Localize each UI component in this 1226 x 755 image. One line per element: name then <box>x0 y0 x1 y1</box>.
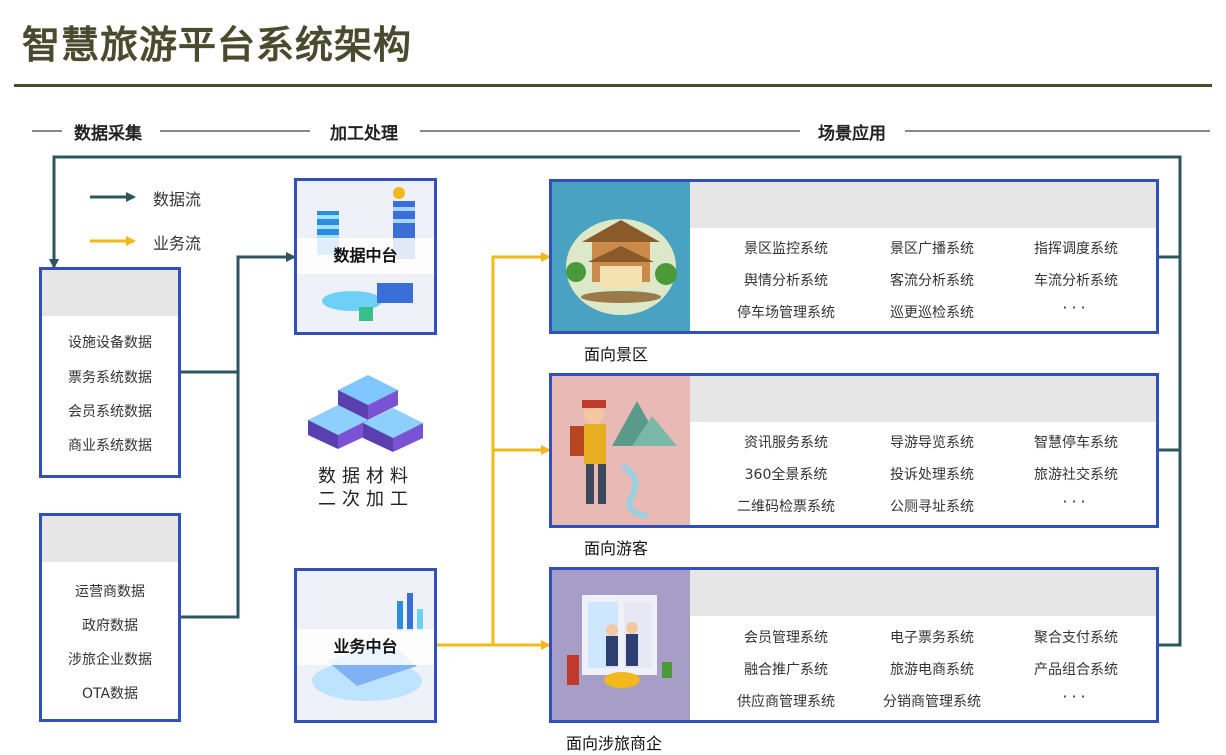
system-item: 客流分析系统 <box>890 273 974 289</box>
system-item: 产品组合系统 <box>1034 662 1118 678</box>
scene-header <box>690 570 1156 616</box>
system-item: 投诉处理系统 <box>890 467 974 483</box>
system-item: 巡更巡检系统 <box>890 305 974 321</box>
data-platform-label: 数据中台 <box>297 238 434 274</box>
system-item: 舆情分析系统 <box>744 273 828 289</box>
data-flow-bottom <box>180 372 240 619</box>
section-label-apply: 场景应用 <box>808 119 896 144</box>
source-item: 设施设备数据 <box>68 335 152 351</box>
source-box-header <box>42 516 178 562</box>
section-label-process: 加工处理 <box>320 119 408 144</box>
system-item: 融合推广系统 <box>744 662 828 678</box>
processing-caption-line1: 数据材料 <box>318 466 414 487</box>
source-item: 政府数据 <box>82 618 138 634</box>
page-title: 智慧旅游平台系统架构 <box>22 23 413 67</box>
system-item: 资讯服务系统 <box>744 435 828 451</box>
system-item: 景区监控系统 <box>744 241 828 257</box>
source-item: 会员系统数据 <box>68 404 152 420</box>
system-item: 指挥调度系统 <box>1034 241 1118 257</box>
system-item: 旅游社交系统 <box>1034 467 1118 483</box>
business-illustration-icon <box>552 570 690 720</box>
source-box-header <box>42 270 178 316</box>
system-item: 景区广播系统 <box>890 241 974 257</box>
system-item: 360全景系统 <box>744 467 828 483</box>
system-item: 导游导览系统 <box>890 435 974 451</box>
scene-header <box>690 182 1156 228</box>
section-line <box>160 130 310 132</box>
scene-label-scenic-area: 面向景区 <box>584 345 649 364</box>
business-platform-box: 业务中台 <box>294 568 437 723</box>
section-label-collect: 数据采集 <box>64 119 152 144</box>
system-item: 二维码检票系统 <box>737 499 835 515</box>
system-item: 分销商管理系统 <box>883 694 981 710</box>
scene-enterprise-box: 会员管理系统 电子票务系统 聚合支付系统 融合推广系统 旅游电商系统 产品组合系… <box>549 567 1159 723</box>
source-item: 运营商数据 <box>75 584 145 600</box>
data-feedback-loop <box>49 155 1182 269</box>
system-item-more: ··· <box>1062 687 1090 706</box>
system-item: 智慧停车系统 <box>1034 435 1118 451</box>
system-item-more: ··· <box>1062 492 1090 511</box>
data-feedback-low <box>1158 257 1182 647</box>
source-item: 票务系统数据 <box>68 370 152 386</box>
scene-label-tourist: 面向游客 <box>584 539 649 558</box>
hiker-illustration-icon <box>552 376 690 525</box>
processing-caption-line2: 二次加工 <box>318 489 414 510</box>
system-item: 旅游电商系统 <box>890 662 974 678</box>
source-item: 商业系统数据 <box>68 438 152 454</box>
data-flow-top <box>180 252 296 374</box>
data-platform-box: 数据中台 <box>294 178 437 335</box>
system-item: 车流分析系统 <box>1034 273 1118 289</box>
legend-data-flow: 数据流 <box>153 190 202 209</box>
source-item: 涉旅企业数据 <box>68 652 152 668</box>
processing-cubes-icon <box>308 375 423 452</box>
system-item: 公厕寻址系统 <box>890 499 974 515</box>
business-platform-label: 业务中台 <box>297 629 434 665</box>
section-line <box>905 130 1210 132</box>
scene-header <box>690 376 1156 422</box>
system-item: 供应商管理系统 <box>737 694 835 710</box>
scene-tourist-box: 资讯服务系统 导游导览系统 智慧停车系统 360全景系统 投诉处理系统 旅游社交… <box>549 373 1159 528</box>
source-item: OTA数据 <box>81 686 139 702</box>
legend-business-flow: 业务流 <box>153 234 202 253</box>
section-line <box>32 130 62 132</box>
system-item: 会员管理系统 <box>744 630 828 646</box>
section-line <box>420 130 800 132</box>
system-item: 电子票务系统 <box>890 630 974 646</box>
scene-label-enterprise: 面向涉旅商企 <box>566 734 663 753</box>
system-item: 聚合支付系统 <box>1034 630 1118 646</box>
temple-illustration-icon <box>552 182 690 331</box>
title-divider <box>14 84 1212 87</box>
scene-scenic-area-box: 景区监控系统 景区广播系统 指挥调度系统 舆情分析系统 客流分析系统 车流分析系… <box>549 179 1159 334</box>
source-box-internal: 设施设备数据 票务系统数据 会员系统数据 商业系统数据 <box>39 267 181 478</box>
system-item: 停车场管理系统 <box>737 305 835 321</box>
system-item-more: ··· <box>1062 298 1090 317</box>
source-box-external: 运营商数据 政府数据 涉旅企业数据 OTA数据 <box>39 513 181 722</box>
